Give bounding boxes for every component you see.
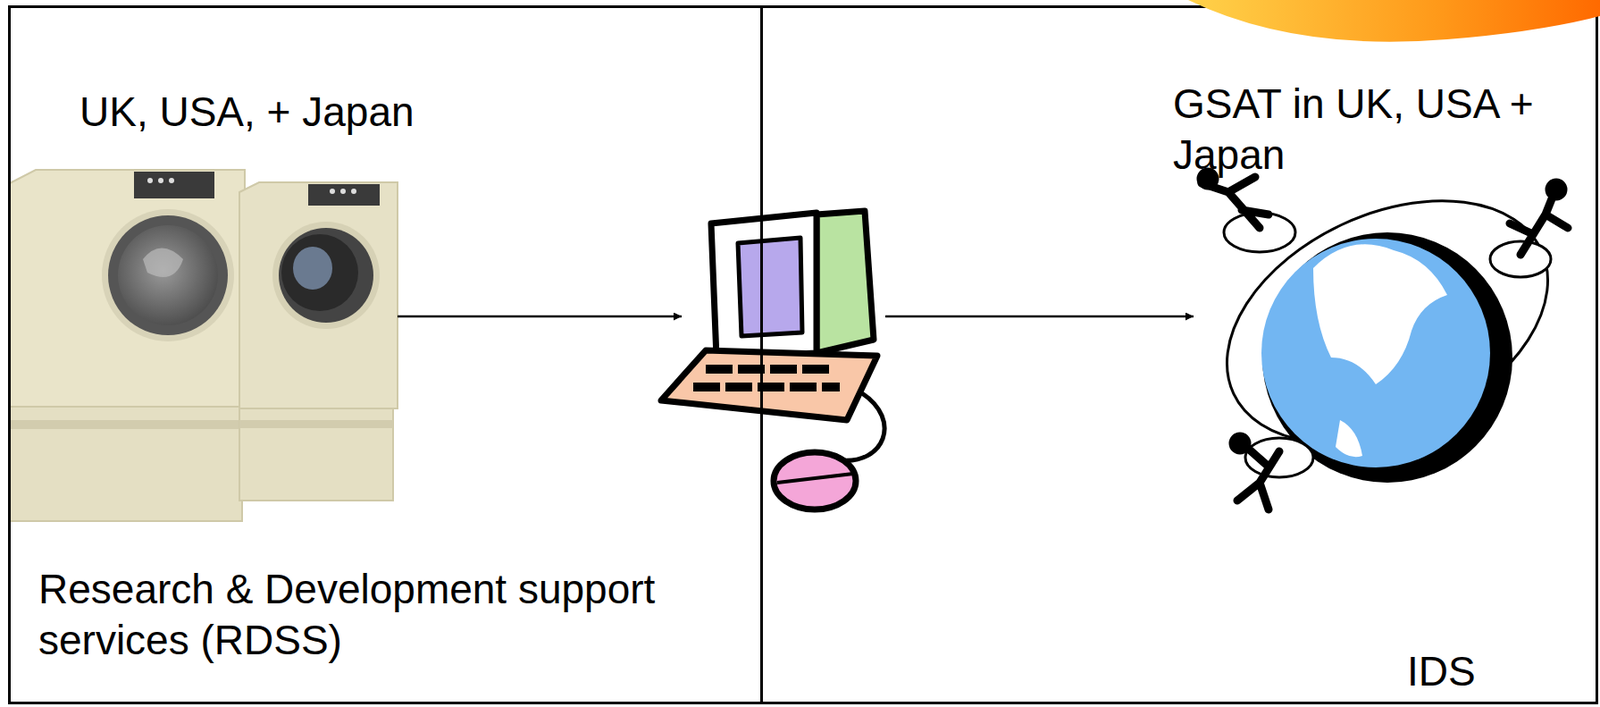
washing-machines (9, 169, 398, 521)
panel-text: GSAT in UK, USA + Japan (1172, 78, 1584, 181)
panel-text: IDS (1407, 645, 1586, 697)
panel-text: Research & Development support services … (38, 563, 745, 666)
panel-box: UK, USA, + JapanResearch & Development s… (8, 5, 763, 704)
panel-box: GSAT in UK, USA + JapanIDS (760, 5, 1599, 704)
flow-arrow (885, 315, 1194, 319)
orange-swoosh (1188, 0, 1600, 42)
panel-text: UK, USA, + Japan (79, 86, 705, 138)
globe-clipart (1188, 152, 1587, 510)
computer-clipart (661, 210, 885, 510)
flow-arrow (397, 315, 682, 319)
